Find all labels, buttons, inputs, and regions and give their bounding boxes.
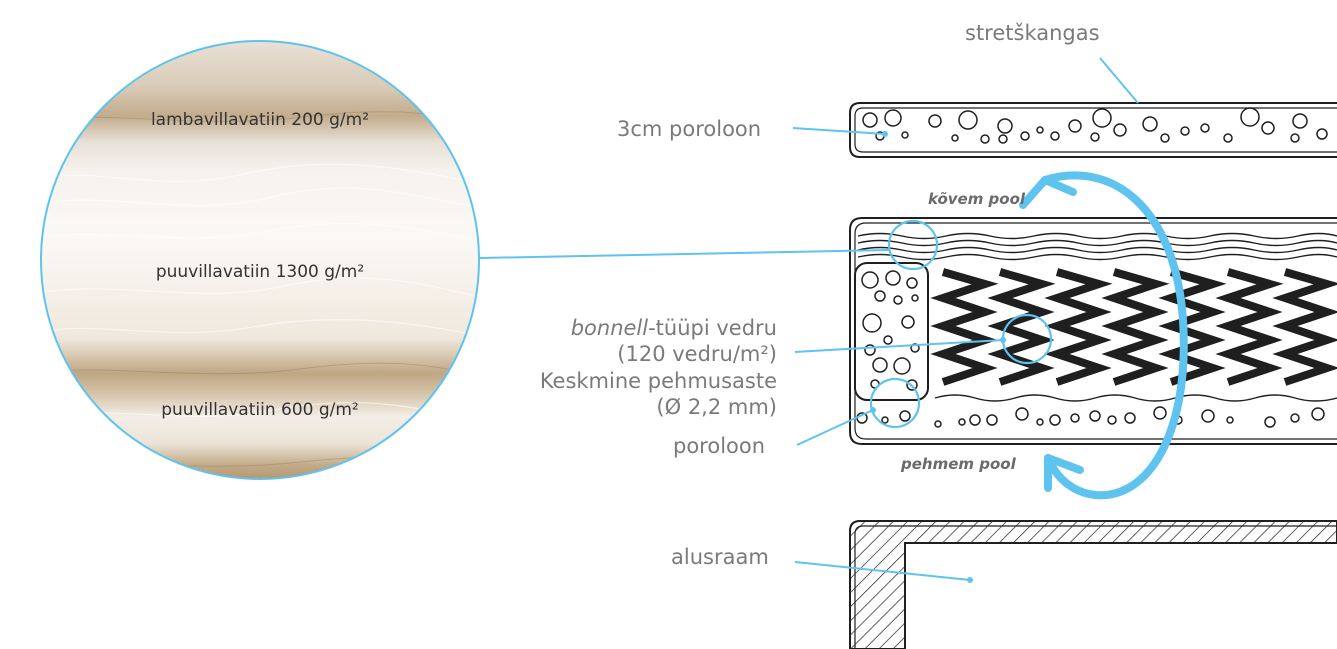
label-spring-diameter: (Ø 2,2 mm) xyxy=(656,395,777,419)
label-stretch-fabric: stretškangas xyxy=(965,21,1100,45)
label-base-frame: alusraam xyxy=(671,545,769,569)
flip-arrow-icon xyxy=(1019,171,1188,500)
base-frame xyxy=(849,520,1337,649)
label-spring-type-rest: -tüüpi vedru xyxy=(648,316,777,340)
mattress-body xyxy=(849,217,1337,445)
label-foam: poroloon xyxy=(673,434,766,458)
label-foam-3cm: 3cm poroloon xyxy=(617,117,762,141)
label-spring-type: bonnell-tüüpi vedru xyxy=(571,316,777,340)
fiber-texture xyxy=(42,111,478,469)
layer-label-cotton-600: puuvillavatiin 600 g/m² xyxy=(161,400,359,420)
label-spring-softness: Keskmine pehmusaste xyxy=(539,369,777,393)
label-spring-type-italic: bonnell xyxy=(570,316,649,340)
layer-label-wool: lambavillavatiin 200 g/m² xyxy=(150,110,370,130)
label-firmer-side: kõvem pool xyxy=(928,190,1026,208)
label-softer-side: pehmem pool xyxy=(901,455,1016,473)
label-spring-density: (120 vedru/m²) xyxy=(617,342,777,366)
foam-top-layer xyxy=(849,102,1337,158)
leader-lines xyxy=(479,57,1139,581)
magnified-layers-circle: lambavillavatiin 200 g/m² puuvillavatiin… xyxy=(40,40,480,480)
layer-label-cotton-1300: puuvillavatiin 1300 g/m² xyxy=(155,262,365,282)
